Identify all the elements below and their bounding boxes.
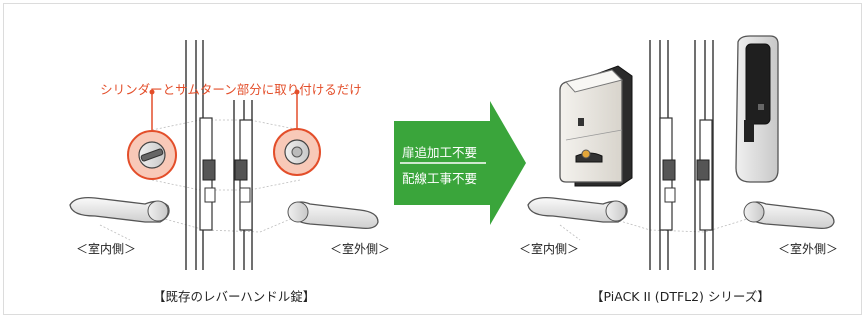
left-inside-label: ＜室内側＞ — [76, 242, 137, 256]
left-outside-label: ＜室外側＞ — [330, 242, 391, 256]
right-door-illustration — [527, 35, 835, 270]
arrow-label-no-door-processing: 扉追加工不要 — [402, 145, 478, 160]
left-section-caption: 【既存のレバーハンドル錠】 — [153, 289, 316, 304]
arrow-label-no-wiring: 配線工事不要 — [402, 171, 478, 186]
right-section-caption: 【PiACK II (DTFL2) シリーズ】 — [591, 289, 770, 304]
right-outside-label: ＜室外側＞ — [778, 242, 839, 256]
arrow-graphic — [394, 101, 526, 225]
right-inside-label: ＜室内側＞ — [519, 242, 580, 256]
callout-text: シリンダーとサムターン部分に取り付けるだけ — [100, 82, 362, 97]
left-door-illustration — [69, 40, 379, 270]
